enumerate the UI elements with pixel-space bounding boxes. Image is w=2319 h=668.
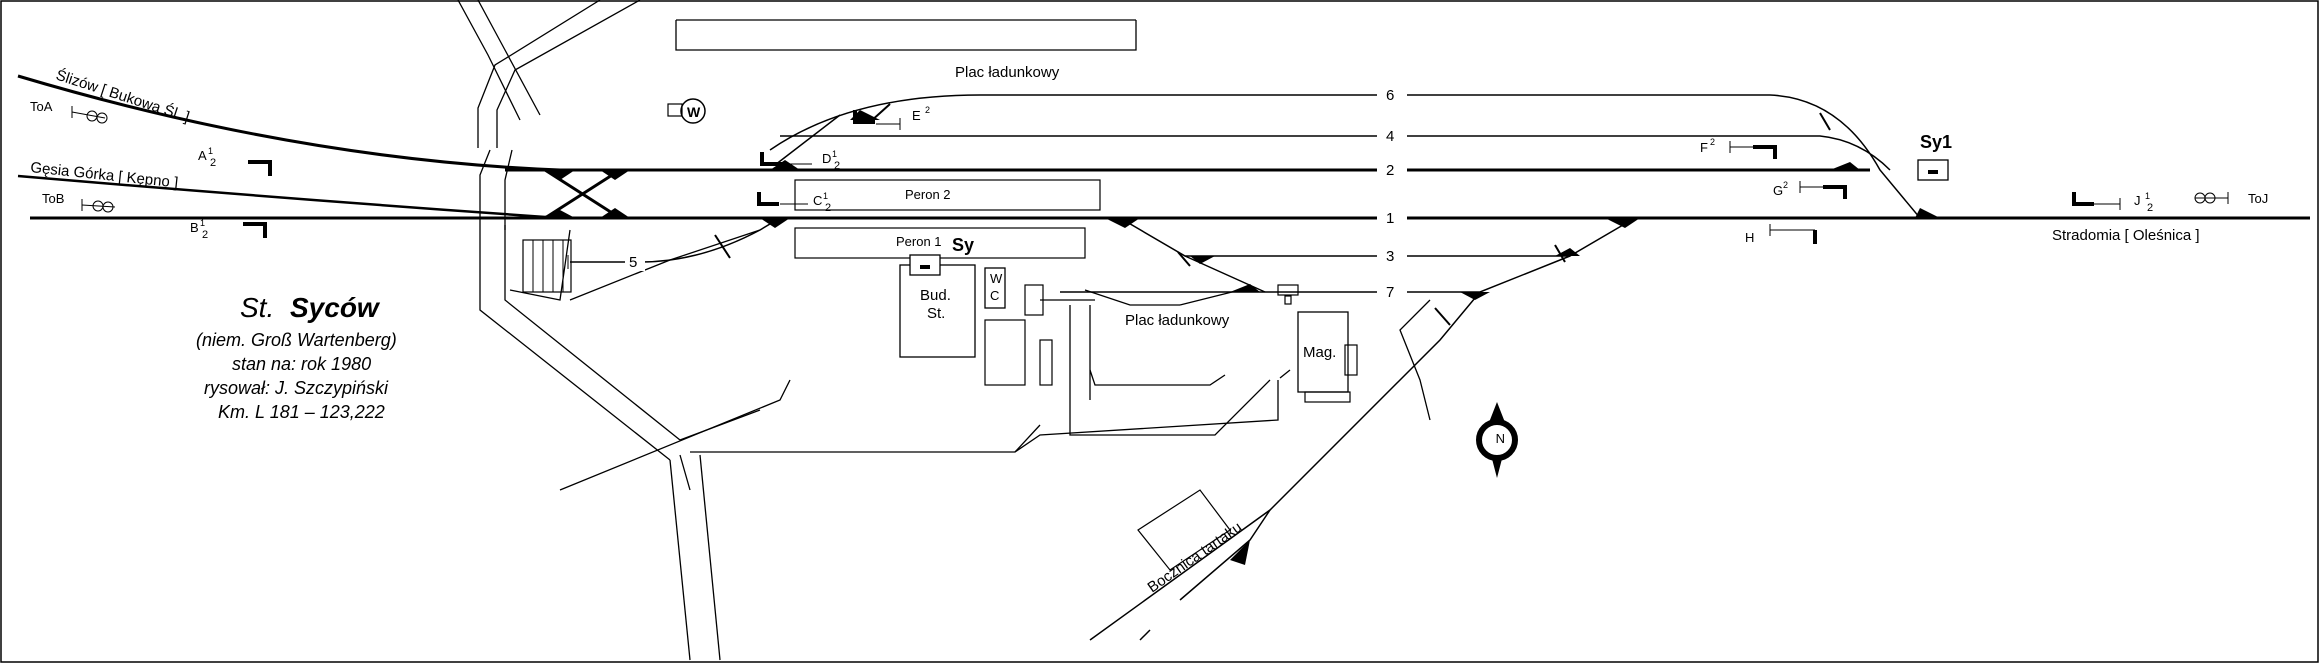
peron-1-label: Peron 1 (896, 234, 942, 249)
signal-j-frac-num: 1 (2145, 191, 2150, 201)
warehouse-label: Mag. (1303, 344, 1336, 361)
compass-icon: N (1476, 402, 1518, 478)
compass-north-label: N (1496, 431, 1505, 446)
sy1-label: Sy1 (1920, 132, 1952, 152)
track-2-label: 2 (1386, 162, 1394, 179)
track-6-label: 6 (1386, 87, 1394, 104)
sy-label: Sy (952, 235, 974, 255)
signal-e-sup: 2 (925, 105, 930, 115)
signal-c-frac-num: 1 (823, 191, 828, 201)
direction-slizow: Ślizów [ Bukowa Śl. ] (54, 66, 192, 126)
signals: A 1 2 B 1 2 ToA ToB C 1 2 D 1 2 (30, 99, 2268, 326)
peron-2 (794, 179, 1101, 211)
signal-a-frac-den: 2 (210, 157, 216, 169)
signal-b-frac-den: 2 (202, 229, 208, 241)
signal-f-sup: 2 (1710, 137, 1715, 147)
wc-label-w: W (990, 271, 1003, 286)
wc-label-c: C (990, 288, 999, 303)
title-block: St. Syców (niem. Groß Wartenberg) stan n… (196, 292, 397, 422)
station-building-label-1: Bud. (920, 287, 951, 304)
title-line-4: Km. L 181 – 123,222 (218, 402, 385, 422)
signal-g-label: G (1773, 183, 1783, 198)
track-number-labels: 6 4 2 1 3 7 5 (625, 86, 1407, 301)
peron-2-label: Peron 2 (905, 187, 951, 202)
signal-d-frac-num: 1 (832, 149, 837, 159)
signal-j-label: J (2134, 193, 2141, 208)
station-building-label-2: St. (927, 305, 945, 322)
road-outlines (457, 0, 1431, 661)
track-5-label: 5 (629, 254, 637, 271)
track-3-label: 3 (1386, 248, 1394, 265)
signal-h-label: H (1745, 230, 1754, 245)
direction-gesia-gorka: Gęsia Górka [ Kępno ] (30, 159, 179, 191)
title-line-3: rysował: J. Szczypiński (204, 378, 389, 398)
plac-ladunkowy-mid-label: Plac ładunkowy (1125, 312, 1230, 329)
title-line-2: stan na: rok 1980 (232, 354, 371, 374)
switch-markers (540, 110, 1940, 565)
signal-d-label: D (822, 151, 831, 166)
platforms: Peron 2 Peron 1 (794, 179, 1101, 259)
signal-toj-label: ToJ (2248, 191, 2268, 206)
wc-building (984, 267, 1006, 309)
scale-icon (1277, 284, 1299, 296)
title-station-name: Syców (290, 292, 381, 323)
signal-toa-label: ToA (30, 99, 53, 114)
signal-e-label: E (912, 108, 921, 123)
title-prefix: St. (240, 292, 274, 323)
water-tower-icon (680, 98, 706, 124)
shed-building (984, 319, 1026, 386)
signal-b-frac-num: 1 (200, 218, 205, 228)
water-tower-label: W (687, 104, 701, 120)
signal-tob-label: ToB (42, 191, 64, 206)
signal-j-frac-den: 2 (2147, 202, 2153, 214)
plac-ladunkowy-top-label: Plac ładunkowy (955, 64, 1060, 81)
signal-d-frac-den: 2 (834, 160, 840, 172)
signal-b-label: B (190, 220, 199, 235)
small-building (1024, 284, 1044, 316)
track-7-label: 7 (1386, 284, 1394, 301)
signal-g-sup: 2 (1783, 180, 1788, 190)
direction-stradomia: Stradomia [ Oleśnica ] (2052, 227, 2200, 244)
sawmill-building (1137, 489, 1231, 571)
footbridge-stairs (522, 239, 572, 293)
station-buildings: Bud. St. W C Sy Sy1 W Mag. Plac ładunkow… (522, 98, 1952, 571)
signal-a-frac-num: 1 (208, 146, 213, 156)
signal-c-frac-den: 2 (825, 202, 831, 214)
title-line-1: (niem. Groß Wartenberg) (196, 330, 397, 350)
signal-f-label: F (1700, 140, 1708, 155)
track-1-label: 1 (1386, 210, 1394, 227)
narrow-building (1039, 339, 1053, 386)
signal-a-label: A (198, 148, 207, 163)
track-4-label: 4 (1386, 128, 1394, 145)
signal-c-label: C (813, 193, 822, 208)
